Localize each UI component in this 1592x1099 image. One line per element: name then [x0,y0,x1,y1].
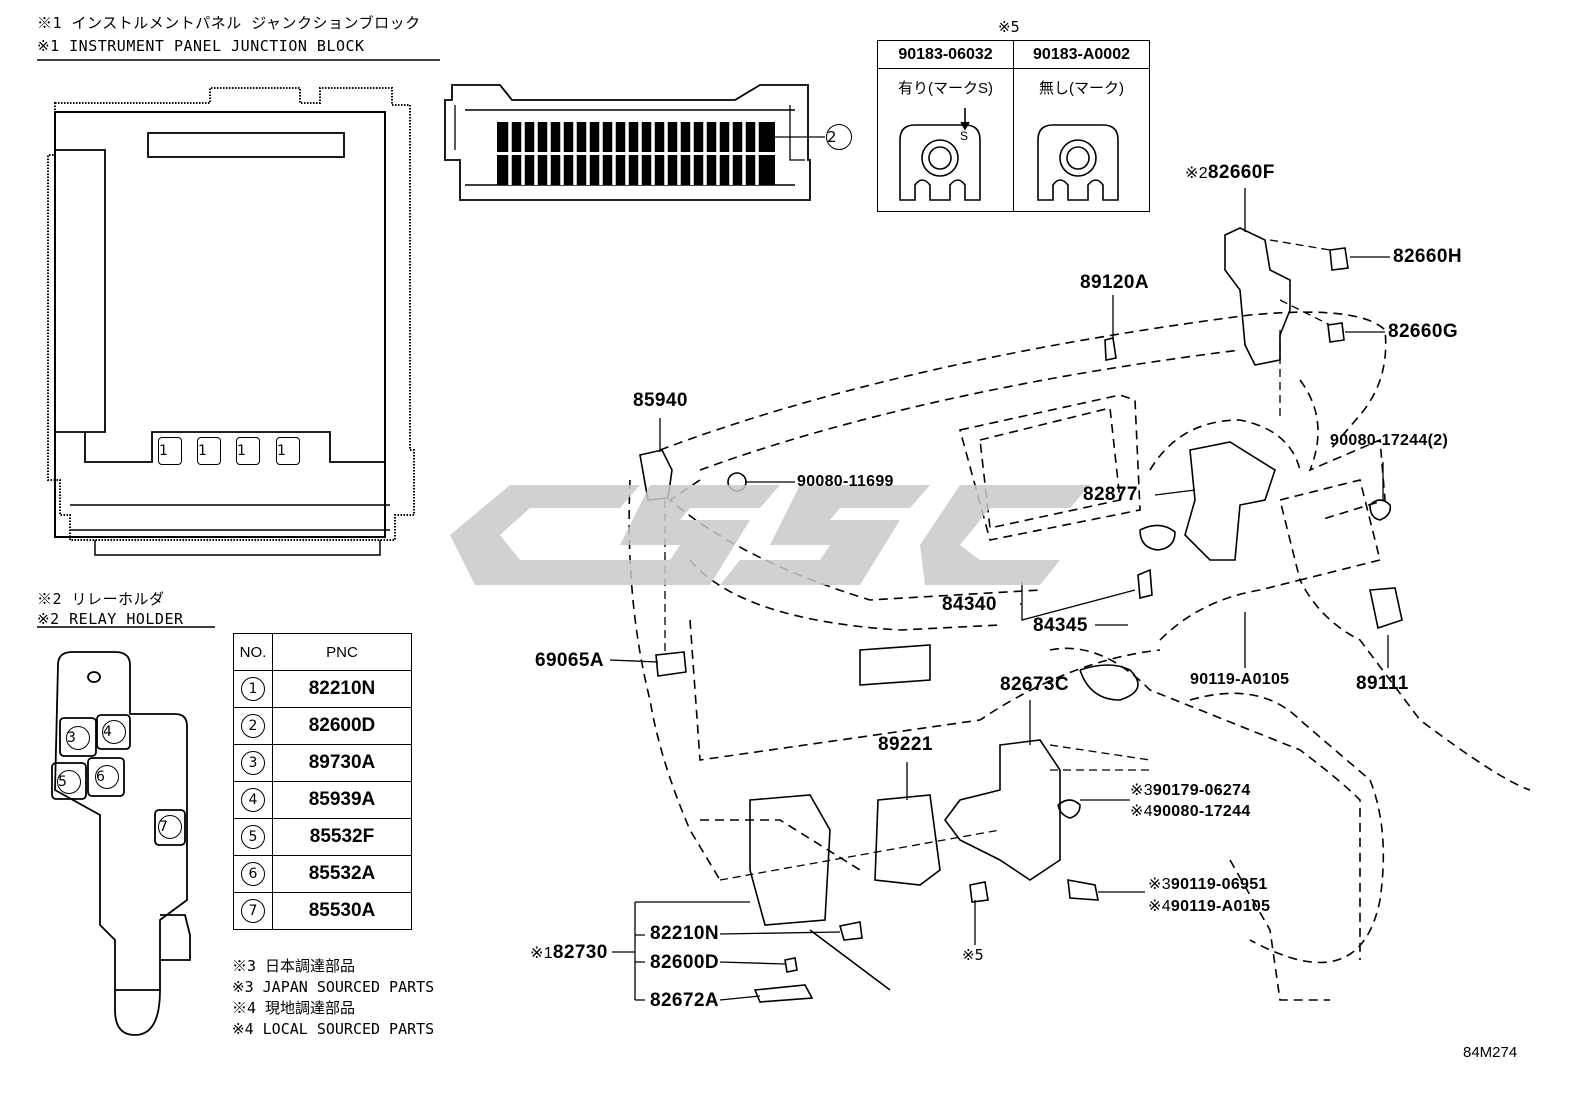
part-90119-06951: ※390119-06951 [1148,876,1268,893]
part-90080-17244-2: 90080-17244(2) [1330,432,1449,449]
drawing-code: 84M274 [1463,1044,1518,1061]
part-89221: 89221 [878,734,933,755]
callout-6: 6 [95,765,119,789]
callout-2: 2 [826,124,852,150]
note-3-en: ※3 JAPAN SOURCED PARTS [232,978,435,996]
part-69065A: 69065A [535,650,604,671]
callout-7: 7 [158,815,182,839]
part-82660H: 82660H [1393,246,1462,267]
relay-holder-title-en: ※2 RELAY HOLDER [37,610,184,628]
part-84345: 84345 [1033,615,1088,636]
part-90119-A0105-b: ※490119-A0105 [1148,898,1271,915]
part-82673C: 82673C [1000,674,1069,695]
note-4-jp: ※4 現地調達部品 [232,999,356,1017]
part-90179-06274: ※390179-06274 [1130,782,1251,799]
callout-5: 5 [57,770,81,794]
pnc-table-header-pnc: PNC [272,633,412,671]
s5-reference: ※5 [962,946,984,964]
callout-1: 1 [158,437,182,465]
s5-sub1: 有り(マークS) [877,68,1014,212]
connector-slots [497,122,775,185]
part-82660G: 82660G [1388,321,1459,342]
relay-holder-drawing [51,651,191,1036]
part-82877: 82877 [1083,484,1138,505]
part-82660F: ※282660F [1185,162,1275,183]
s5-table: 90183-06032 90183-A0002 有り(マークS) 無し(マーク) [877,40,1150,212]
junction-block-title-jp: ※1 インストルメントパネル ジャンクションブロック [37,14,421,32]
part-85940: 85940 [633,390,688,411]
part-82600D: 82600D [650,952,719,973]
junction-block-title-en: ※1 INSTRUMENT PANEL JUNCTION BLOCK [37,37,365,55]
pnc-table-header-no: NO. [233,633,273,671]
callout-4: 4 [102,720,126,744]
callout-1: 1 [236,437,260,465]
callout-3: 3 [66,726,90,750]
s5-col2: 90183-A0002 [1013,40,1150,69]
part-84340: 84340 [942,594,997,615]
part-90119-A0105: 90119-A0105 [1190,671,1290,688]
relay-holder-title-jp: ※2 リレーホルダ [37,590,165,608]
s5-col1: 90183-06032 [877,40,1014,69]
callout-1: 1 [197,437,221,465]
part-90080-11699: 90080-11699 [797,473,894,490]
callout-1: 1 [276,437,300,465]
part-89111: 89111 [1356,673,1409,694]
junction-block-drawing [47,87,415,556]
s5-sub2: 無し(マーク) [1013,68,1150,212]
part-82730: ※182730 [530,942,608,963]
s5-title: ※5 [998,18,1020,36]
components [639,227,1403,1003]
part-89120A: 89120A [1080,272,1149,293]
s5-mark-s: S [960,129,969,143]
part-90080-17244: ※490080-17244 [1130,803,1251,820]
note-3-jp: ※3 日本調達部品 [232,957,356,975]
part-82210N: 82210N [650,923,719,944]
part-82672A: 82672A [650,990,719,1011]
note-4-en: ※4 LOCAL SOURCED PARTS [232,1020,435,1038]
leader-lines [609,188,1390,1001]
